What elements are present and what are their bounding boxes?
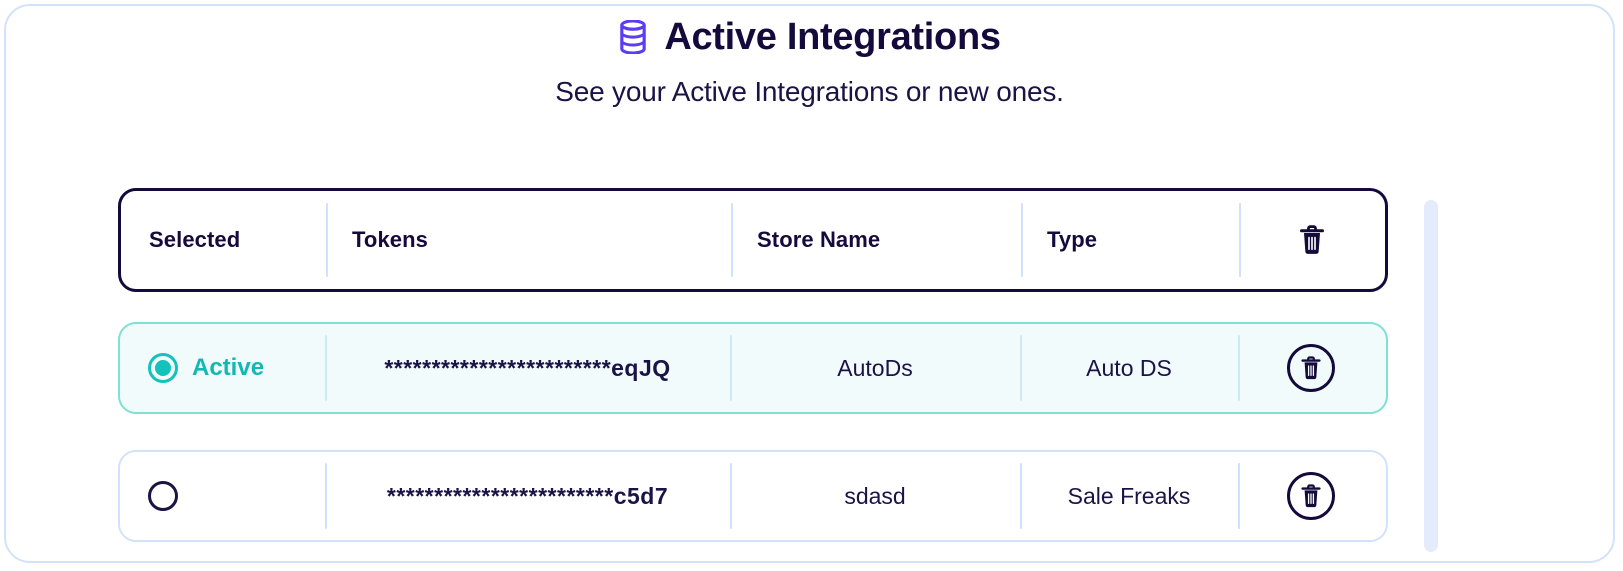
page-subtitle: See your Active Integrations or new ones… [555, 76, 1064, 107]
trash-icon [1301, 484, 1321, 508]
table-row[interactable]: Active ************************eqJQ Auto… [118, 322, 1388, 414]
selection-radio-group[interactable]: Active [148, 353, 264, 383]
cell-selected[interactable] [120, 452, 325, 540]
selection-radio-group[interactable] [148, 481, 192, 511]
trash-icon [1301, 356, 1321, 380]
cell-token: ************************c5d7 [325, 452, 730, 540]
title-row: Active Integrations [6, 18, 1613, 56]
cell-store-name: sdasd [730, 452, 1020, 540]
delete-row-button[interactable] [1287, 472, 1335, 520]
type-value: Auto DS [1086, 354, 1172, 381]
radio-button-unselected[interactable] [148, 481, 178, 511]
cell-selected[interactable]: Active [120, 324, 325, 412]
token-value: ************************eqJQ [384, 354, 671, 381]
delete-row-button[interactable] [1287, 344, 1335, 392]
table-row[interactable]: ************************c5d7 sdasd Sale … [118, 450, 1388, 542]
scrollbar-thumb[interactable] [1424, 200, 1438, 552]
column-header-store-name: Store Name [731, 191, 1021, 289]
cell-token: ************************eqJQ [325, 324, 730, 412]
table-scroll-area: Selected Tokens Store Name Type [118, 188, 1440, 561]
token-value: ************************c5d7 [386, 482, 669, 509]
column-header-actions [1239, 191, 1385, 289]
cell-type: Sale Freaks [1020, 452, 1238, 540]
cell-actions [1238, 452, 1384, 540]
table-header-row: Selected Tokens Store Name Type [118, 188, 1388, 292]
cell-store-name: AutoDs [730, 324, 1020, 412]
store-name-value: sdasd [844, 482, 906, 509]
integrations-card: Active Integrations See your Active Inte… [4, 4, 1615, 563]
type-value: Sale Freaks [1067, 482, 1191, 509]
cell-type: Auto DS [1020, 324, 1238, 412]
column-header-selected: Selected [149, 227, 241, 252]
store-name-value: AutoDs [837, 354, 913, 381]
radio-label: Active [192, 354, 265, 381]
trash-icon [1299, 225, 1325, 255]
radio-button-selected[interactable] [148, 353, 178, 383]
column-header-type: Type [1021, 191, 1239, 289]
integrations-table: Selected Tokens Store Name Type [118, 188, 1478, 561]
column-header-tokens: Tokens [326, 191, 731, 289]
page-header: Active Integrations See your Active Inte… [6, 6, 1613, 108]
page-title: Active Integrations [664, 16, 1001, 58]
cell-actions [1238, 324, 1384, 412]
database-icon [618, 20, 648, 54]
table-scrollbar[interactable] [1424, 200, 1438, 552]
